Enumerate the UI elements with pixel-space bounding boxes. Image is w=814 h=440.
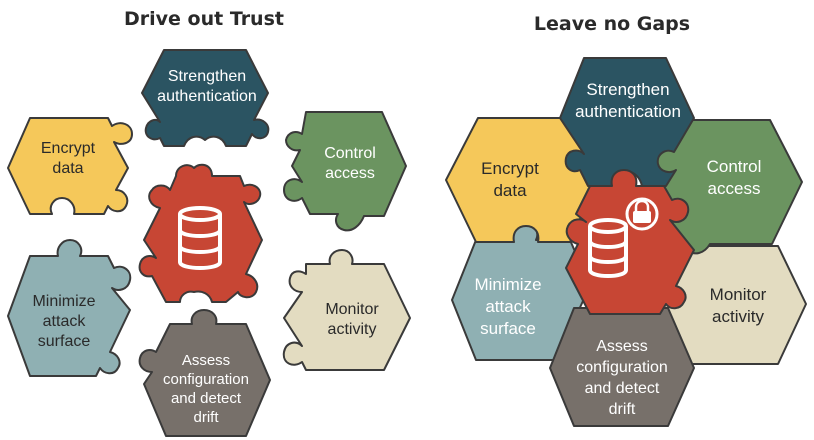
left-assess-line-4: drift	[193, 409, 219, 426]
left-encrypt-line-2: data	[52, 160, 83, 177]
left-control-line-1: Control	[324, 145, 376, 162]
left-assess-line-2: configuration	[163, 371, 249, 388]
right-control-line-1: Control	[707, 157, 762, 176]
right-assess-line-1: Assess	[596, 338, 648, 355]
right-monitor-line-1: Monitor	[710, 285, 767, 304]
right-encrypt-line-2: data	[493, 181, 527, 200]
right-assess-line-4: drift	[609, 401, 636, 418]
right-minimize-line-1: Minimize	[474, 275, 541, 294]
left-center-shape	[138, 163, 263, 303]
left-center-piece	[138, 163, 263, 303]
database-icon	[588, 218, 628, 278]
database-lock-icon	[588, 197, 659, 278]
right-minimize-line-2: attack	[485, 297, 531, 316]
left-piece-strengthen-authentication: Strengthen authentication	[141, 49, 270, 147]
right-control-line-2: access	[708, 179, 761, 198]
left-encrypt-line-1: Encrypt	[41, 140, 96, 157]
right-assess-line-2: configuration	[576, 359, 668, 376]
right-assess-line-3: and detect	[585, 380, 660, 397]
right-piece-assess-configuration: Assess configuration and detect drift	[549, 291, 695, 427]
right-diagram-title: Leave no Gaps	[534, 13, 690, 35]
right-minimize-line-3: surface	[480, 319, 536, 338]
left-piece-assess-shape	[138, 309, 271, 437]
left-piece-control-access: Control access	[283, 111, 407, 232]
right-piece-minimize-attack-surface: Minimize attack surface	[451, 223, 591, 361]
left-strengthen-line-1: Strengthen	[168, 68, 246, 85]
left-monitor-line-1: Monitor	[325, 301, 379, 318]
database-icon	[178, 206, 222, 270]
left-piece-encrypt-shape	[7, 117, 133, 215]
lock-badge-icon	[625, 197, 659, 231]
left-piece-assess-configuration: Assess configuration and detect drift	[138, 309, 271, 437]
left-piece-minimize-attack-surface: Minimize attack surface	[7, 239, 132, 377]
right-monitor-line-2: activity	[712, 307, 764, 326]
left-diagram: Drive out Trust Strengthen authenticatio…	[7, 8, 411, 437]
left-minimize-line-3: surface	[38, 333, 91, 350]
left-strengthen-line-2: authentication	[157, 88, 257, 105]
left-minimize-line-1: Minimize	[32, 293, 95, 310]
right-strengthen-line-1: Strengthen	[586, 80, 669, 99]
left-monitor-line-2: activity	[328, 321, 377, 338]
left-control-line-2: access	[325, 165, 375, 182]
right-center-shape	[565, 169, 695, 315]
left-piece-minimize-shape	[7, 239, 132, 377]
left-piece-encrypt-data: Encrypt data	[7, 117, 133, 215]
left-assess-line-1: Assess	[182, 352, 230, 369]
left-piece-control-shape	[283, 111, 407, 232]
right-diagram: Leave no Gaps Monitor activity Control a…	[445, 13, 807, 427]
right-piece-encrypt-data: Encrypt data	[445, 117, 597, 243]
right-encrypt-line-1: Encrypt	[481, 159, 539, 178]
left-diagram-title: Drive out Trust	[124, 8, 284, 30]
left-minimize-line-2: attack	[43, 313, 87, 330]
right-piece-strengthen-authentication: Strengthen authentication	[559, 57, 695, 187]
right-center-piece	[565, 169, 695, 315]
right-strengthen-line-2: authentication	[575, 102, 681, 121]
left-assess-line-3: and detect	[171, 390, 242, 407]
left-piece-strengthen-shape	[141, 49, 270, 147]
left-piece-monitor-activity: Monitor activity	[282, 249, 411, 371]
left-piece-monitor-shape	[282, 249, 411, 371]
